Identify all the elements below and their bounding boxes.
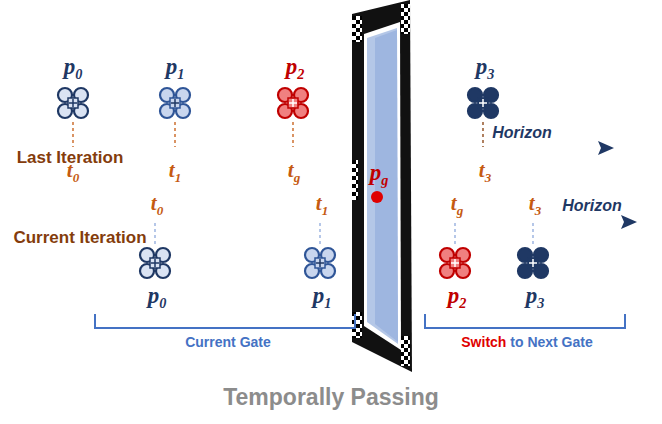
time-ticks: [73, 122, 533, 245]
drone-icon: [140, 248, 170, 278]
drone-icon: [468, 88, 498, 118]
caption: Temporally Passing: [223, 385, 439, 410]
axis-label: Horizon: [492, 124, 552, 142]
position-label: p1: [166, 54, 185, 83]
gate: [352, 0, 412, 372]
time-label: t0: [67, 159, 79, 185]
drone-icon: [58, 88, 88, 118]
drone-icon: [160, 88, 190, 118]
axis-arrowhead: [598, 141, 614, 155]
bracket-label: Switch to Next Gate: [461, 335, 592, 350]
gate-point-label: pg: [370, 160, 389, 189]
time-label: tg: [451, 192, 463, 218]
position-label: p2: [286, 54, 305, 83]
position-label: p0: [64, 54, 83, 83]
bracket: [95, 314, 355, 328]
row-label: Current Iteration: [13, 229, 146, 248]
position-label: p3: [526, 283, 545, 312]
position-label: p0: [148, 283, 167, 312]
time-label: t3: [529, 192, 541, 218]
drone-icon: [278, 88, 308, 118]
time-label: tg: [288, 159, 300, 185]
drone-icon: [518, 248, 548, 278]
bracket-label: Current Gate: [185, 335, 271, 350]
drone-icon: [305, 248, 335, 278]
time-label: t0: [151, 192, 163, 218]
position-label: p2: [448, 283, 467, 312]
bracket: [425, 314, 625, 328]
position-label: p3: [476, 54, 495, 83]
time-label: t1: [169, 159, 181, 185]
axis-arrowhead: [621, 215, 637, 229]
position-label: p1: [313, 283, 332, 312]
drone-icon: [440, 248, 470, 278]
gate-point: [371, 191, 383, 203]
axis-label: Horizon: [562, 197, 622, 215]
time-label: t1: [316, 192, 328, 218]
time-label: t3: [479, 159, 491, 185]
